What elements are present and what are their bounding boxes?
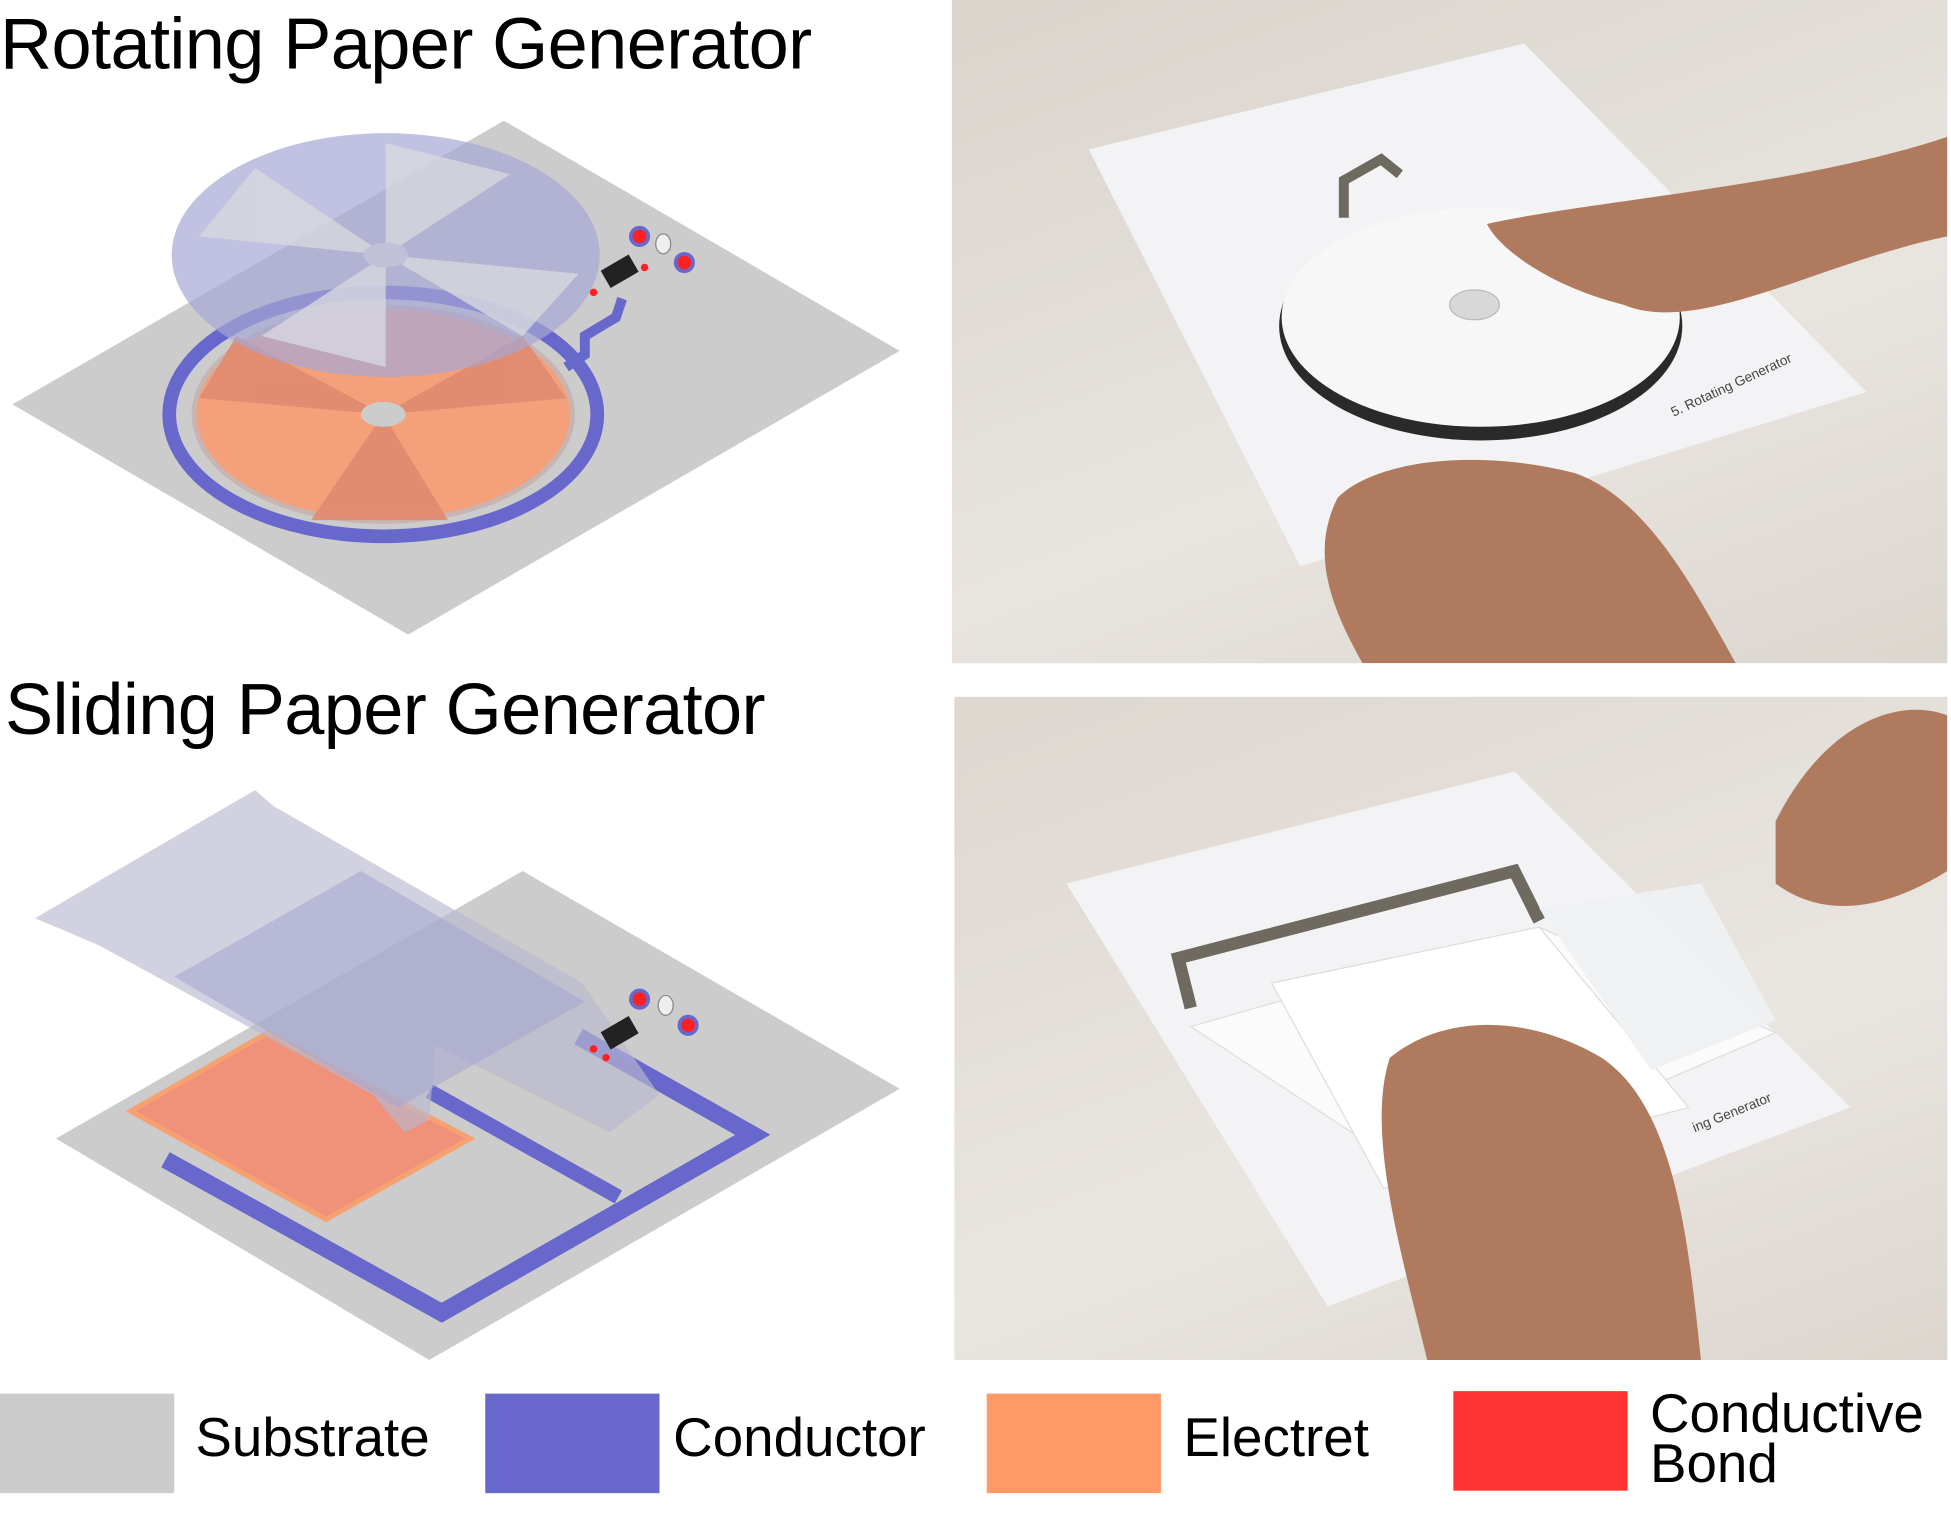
legend-label-line2: Bond bbox=[1649, 1433, 1778, 1495]
conductor-trace bbox=[161, 1028, 771, 1323]
led-circuit-icon bbox=[589, 988, 699, 1062]
legend-label-line1: Conductive bbox=[1649, 1383, 1924, 1445]
rotating-title: Rotating Paper Generator bbox=[0, 3, 812, 85]
sliding-title: Sliding Paper Generator bbox=[4, 669, 766, 751]
conductor-trace bbox=[563, 297, 627, 372]
electret-sheet bbox=[125, 1029, 476, 1223]
legend-label-electret: Electret bbox=[1183, 1407, 1369, 1469]
rotating-diagram bbox=[12, 120, 900, 635]
sliding-diagram bbox=[34, 790, 900, 1361]
rotating-generator-photo: 5. Rotating Generator bbox=[951, 0, 1948, 664]
legend-label-substrate: Substrate bbox=[195, 1407, 430, 1469]
legend-label-conductor: Conductor bbox=[673, 1407, 926, 1469]
led-circuit-icon bbox=[589, 225, 695, 297]
legend-swatch-electret bbox=[986, 1393, 1161, 1494]
diagrams bbox=[12, 120, 900, 1361]
legend-swatch-conductor bbox=[485, 1393, 660, 1494]
legend-label-conductive-bond: Conductive Bond bbox=[1649, 1383, 1924, 1495]
sliding-generator-photo: ing Generator bbox=[954, 696, 1948, 1361]
legend-swatch-substrate bbox=[0, 1393, 175, 1494]
legend-swatch-conductive-bond bbox=[1453, 1391, 1628, 1491]
